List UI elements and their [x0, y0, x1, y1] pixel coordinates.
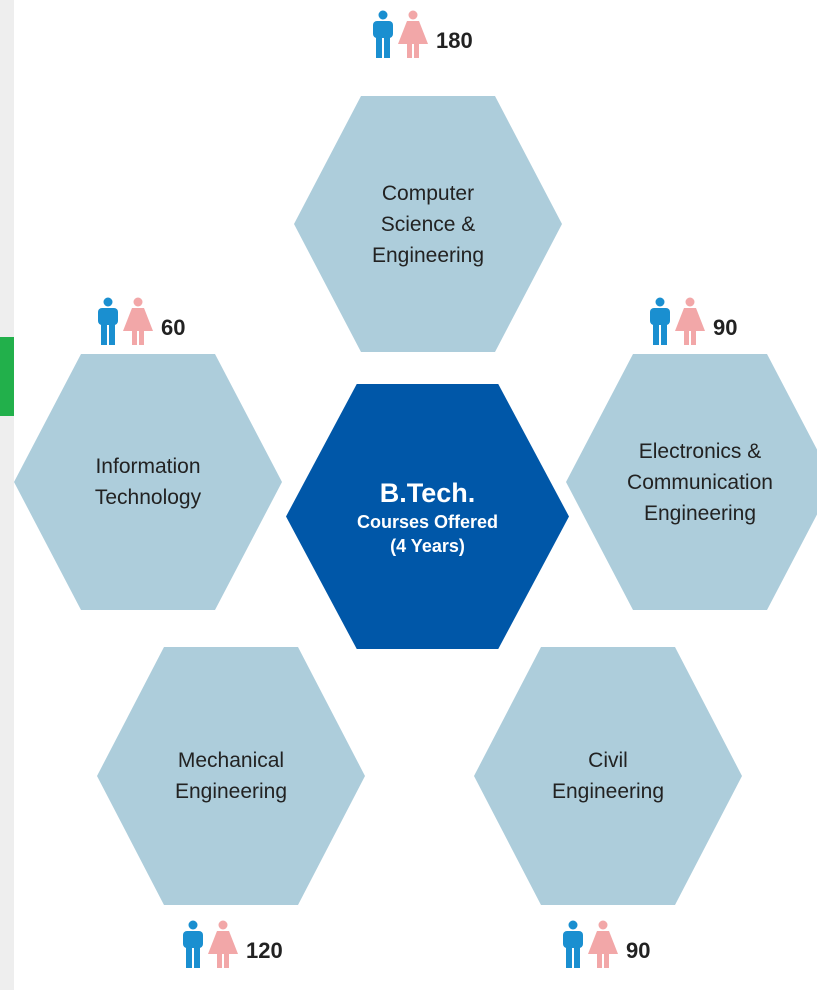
male-figure-icon — [563, 920, 583, 968]
intake-value-information-technology: 60 — [161, 315, 186, 340]
intake-value-civil: 90 — [626, 938, 651, 963]
intake-computer-science: 180 — [371, 10, 473, 58]
course-label-mechanical: Mechanical Engineering — [174, 749, 288, 803]
female-figure-icon — [675, 297, 705, 345]
female-figure-icon — [123, 297, 153, 345]
male-figure-icon — [98, 297, 118, 345]
female-figure-icon — [588, 920, 618, 968]
hex-computer-science: Computer Science & Engineering — [294, 96, 562, 352]
center-title: B.Tech. — [379, 477, 476, 508]
hex-btech-center: B.Tech. Courses Offered (4 Years) — [286, 384, 569, 649]
intake-mechanical: 120 — [181, 920, 283, 968]
intake-value-computer-science: 180 — [436, 28, 473, 53]
female-figure-icon — [208, 920, 238, 968]
course-label-computer-science: Computer Science & Engineering — [371, 181, 485, 267]
center-subtitle-courses: Courses Offered — [356, 511, 499, 532]
intake-information-technology: 60 — [96, 297, 185, 345]
intake-value-mechanical: 120 — [246, 938, 283, 963]
course-label-information-technology: Information Technology — [94, 455, 202, 509]
hex-civil: Civil Engineering — [474, 647, 742, 905]
center-subtitle-duration: (4 Years) — [390, 535, 465, 556]
hex-mechanical: Mechanical Engineering — [97, 647, 365, 905]
course-label-civil: Civil Engineering — [551, 749, 665, 803]
intake-electronics-communication: 90 — [648, 297, 737, 345]
male-figure-icon — [373, 10, 393, 58]
left-margin-strip — [0, 0, 14, 990]
male-figure-icon — [650, 297, 670, 345]
male-figure-icon — [183, 920, 203, 968]
intake-value-electronics-communication: 90 — [713, 315, 738, 340]
intake-civil: 90 — [561, 920, 650, 968]
female-figure-icon — [398, 10, 428, 58]
hex-electronics-communication: Electronics & Communication Engineering — [566, 354, 817, 610]
course-label-electronics-communication: Electronics & Communication Engineering — [627, 439, 773, 525]
section-tab-marker — [0, 337, 14, 416]
hex-information-technology: Information Technology — [14, 354, 282, 610]
